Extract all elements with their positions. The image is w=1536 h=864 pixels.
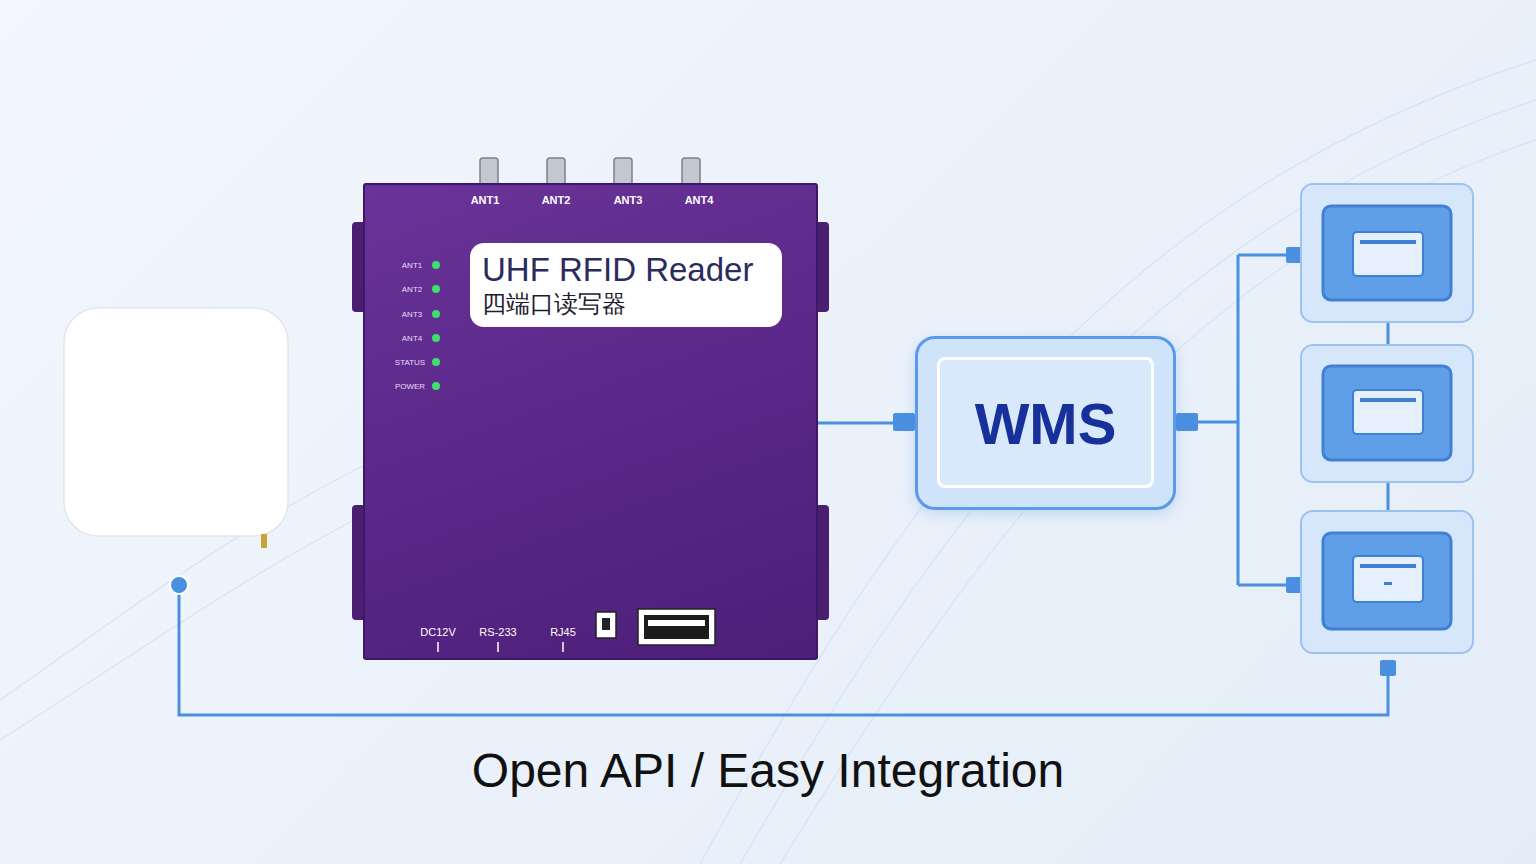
window-bar <box>1360 564 1416 568</box>
antenna-port-label: ANT3 <box>614 194 643 206</box>
product-subtitle: 四端口读写器 <box>482 289 770 319</box>
led-label: STATUS <box>395 358 425 367</box>
wire <box>1176 255 1294 585</box>
system-name: WMS <box>975 390 1117 457</box>
sma-port <box>614 158 632 186</box>
port-label: RJ45 <box>550 626 576 638</box>
antenna-port-label: ANT1 <box>471 194 500 206</box>
window-dash <box>1384 582 1392 585</box>
usb-b-slot <box>602 618 610 630</box>
window-bar <box>1360 240 1416 244</box>
caption: Open API / Easy Integration <box>472 743 1064 798</box>
port-label: DC12V <box>420 626 455 638</box>
wave-line <box>700 60 1536 864</box>
antenna-port-label: ANT4 <box>685 194 714 206</box>
box-outer <box>1301 511 1473 653</box>
window-icon <box>1353 232 1423 276</box>
box-inner <box>1323 533 1451 629</box>
sma-port <box>547 158 565 186</box>
status-led <box>432 285 440 293</box>
status-led <box>432 310 440 318</box>
antenna-ports <box>480 158 700 186</box>
sma-port <box>480 158 498 186</box>
usb-a-slot <box>644 615 709 639</box>
window-icon <box>1353 556 1423 602</box>
port-tick <box>562 642 564 652</box>
led-label: ANT2 <box>402 285 422 294</box>
reader-housing: UHF RFID Reader四端口读写器 <box>363 183 818 660</box>
server-box <box>1301 511 1473 653</box>
server-box <box>1301 345 1473 482</box>
server-box <box>1301 184 1473 322</box>
antenna-connector <box>261 534 267 548</box>
usb-a-port <box>638 609 715 645</box>
box-inner <box>1323 366 1451 460</box>
port-square <box>1176 413 1198 431</box>
port-label: RS-233 <box>479 626 516 638</box>
led-label: POWER <box>395 382 425 391</box>
status-led <box>432 334 440 342</box>
system-boxes <box>893 184 1473 653</box>
label-plate: UHF RFID Reader四端口读写器 <box>470 243 782 327</box>
box-outer <box>1301 184 1473 322</box>
antenna-body <box>64 308 288 536</box>
port-square <box>1380 660 1396 676</box>
status-led <box>432 358 440 366</box>
antenna-port-label: ANT2 <box>542 194 571 206</box>
background-waves <box>0 60 1536 864</box>
led-label: ANT1 <box>402 261 422 270</box>
wire-dot <box>170 576 188 594</box>
connector <box>818 422 915 425</box>
port-tick <box>497 642 499 652</box>
product-name: UHF RFID Reader <box>482 251 770 289</box>
box-inner <box>1323 206 1451 300</box>
port-square <box>1286 247 1302 263</box>
usb-b-port <box>596 612 616 638</box>
status-led <box>432 261 440 269</box>
box-outer <box>1301 345 1473 482</box>
led-label: ANT3 <box>402 310 422 319</box>
status-led <box>432 382 440 390</box>
usb-a-tongue <box>648 620 705 626</box>
window-icon <box>1353 390 1423 434</box>
sma-port <box>682 158 700 186</box>
led-label: ANT4 <box>402 334 422 343</box>
window-bar <box>1360 398 1416 402</box>
system-box: WMS <box>915 336 1176 510</box>
port-square <box>1286 577 1302 593</box>
port-tick <box>437 642 439 652</box>
antenna <box>64 308 288 548</box>
